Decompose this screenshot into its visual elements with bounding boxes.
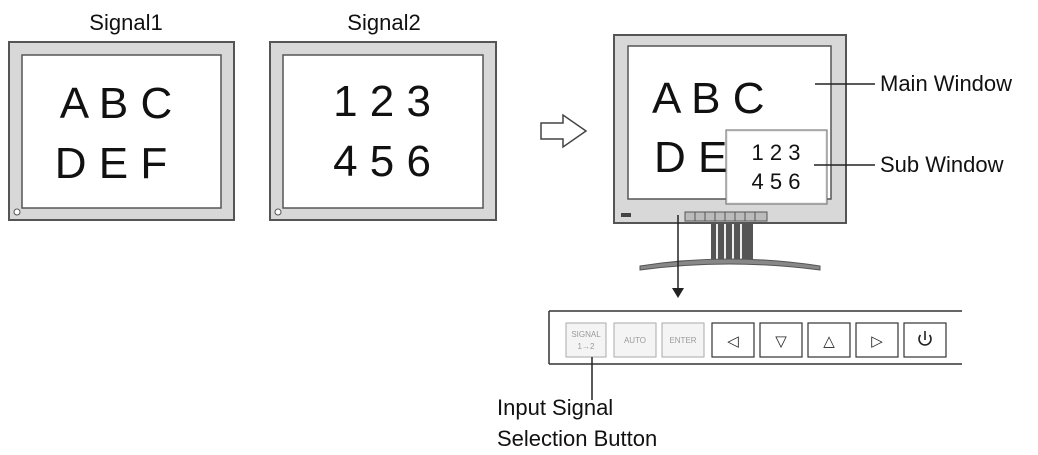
- signal2-row-2: 4 5 6: [333, 137, 431, 186]
- signal2-monitor: Signal2 1 2 3 4 5 6: [269, 10, 497, 221]
- signal1-title: Signal1: [89, 10, 162, 35]
- right-button[interactable]: ▷: [855, 322, 899, 358]
- sub-window-row-1: 1 2 3: [752, 140, 801, 165]
- sub-window-row-2: 4 5 6: [752, 169, 801, 194]
- power-icon: [918, 331, 932, 346]
- detail-pointer-arrowhead: [672, 288, 684, 298]
- monitor-stand-base: [639, 258, 821, 271]
- callout-line-1: Input Signal: [497, 395, 613, 420]
- bezel-button-strip: [684, 211, 768, 222]
- signal1-monitor: Signal1 A B C D E F: [8, 10, 235, 221]
- auto-button[interactable]: AUTO: [613, 322, 657, 358]
- enter-button-label: ENTER: [669, 336, 696, 345]
- callout-line-2: Selection Button: [497, 426, 657, 451]
- control-panel: SIGNAL 1→2 AUTO ENTER ◁ ▽ △: [548, 310, 962, 365]
- signal1-screen: [21, 54, 222, 209]
- sub-window-label: Sub Window: [880, 152, 1004, 177]
- down-button[interactable]: ▽: [759, 322, 803, 358]
- signal2-title: Signal2: [347, 10, 420, 35]
- signal1-power-led: [13, 208, 21, 216]
- signal1-row-1: A B C: [60, 79, 173, 128]
- signal-button-label-top: SIGNAL: [571, 330, 601, 339]
- auto-button-label: AUTO: [624, 336, 646, 345]
- enter-button[interactable]: ENTER: [661, 322, 705, 358]
- down-triangle-icon: ▽: [775, 332, 787, 350]
- result-monitor: A B C D E 1 2 3 4 5 6 Main Window Sub Wi…: [613, 34, 1012, 271]
- signal2-row-1: 1 2 3: [333, 77, 431, 126]
- main-window-label: Main Window: [880, 71, 1012, 96]
- main-window-row-1: A B C: [652, 74, 765, 123]
- power-button[interactable]: [903, 322, 947, 358]
- hollow-right-arrow-icon: [540, 113, 588, 149]
- right-triangle-icon: ▷: [871, 332, 883, 350]
- up-button[interactable]: △: [807, 322, 851, 358]
- left-triangle-icon: ◁: [727, 332, 739, 350]
- up-triangle-icon: △: [823, 332, 835, 350]
- left-button[interactable]: ◁: [711, 322, 755, 358]
- brand-logo: [621, 213, 631, 217]
- signal2-power-led: [274, 208, 282, 216]
- signal1-row-2: D E F: [55, 139, 167, 188]
- signal-1-2-button[interactable]: SIGNAL 1→2: [565, 322, 607, 358]
- main-window-row-2: D E: [654, 133, 727, 182]
- signal-button-label-bottom: 1→2: [578, 342, 595, 351]
- signal2-screen: [282, 54, 484, 209]
